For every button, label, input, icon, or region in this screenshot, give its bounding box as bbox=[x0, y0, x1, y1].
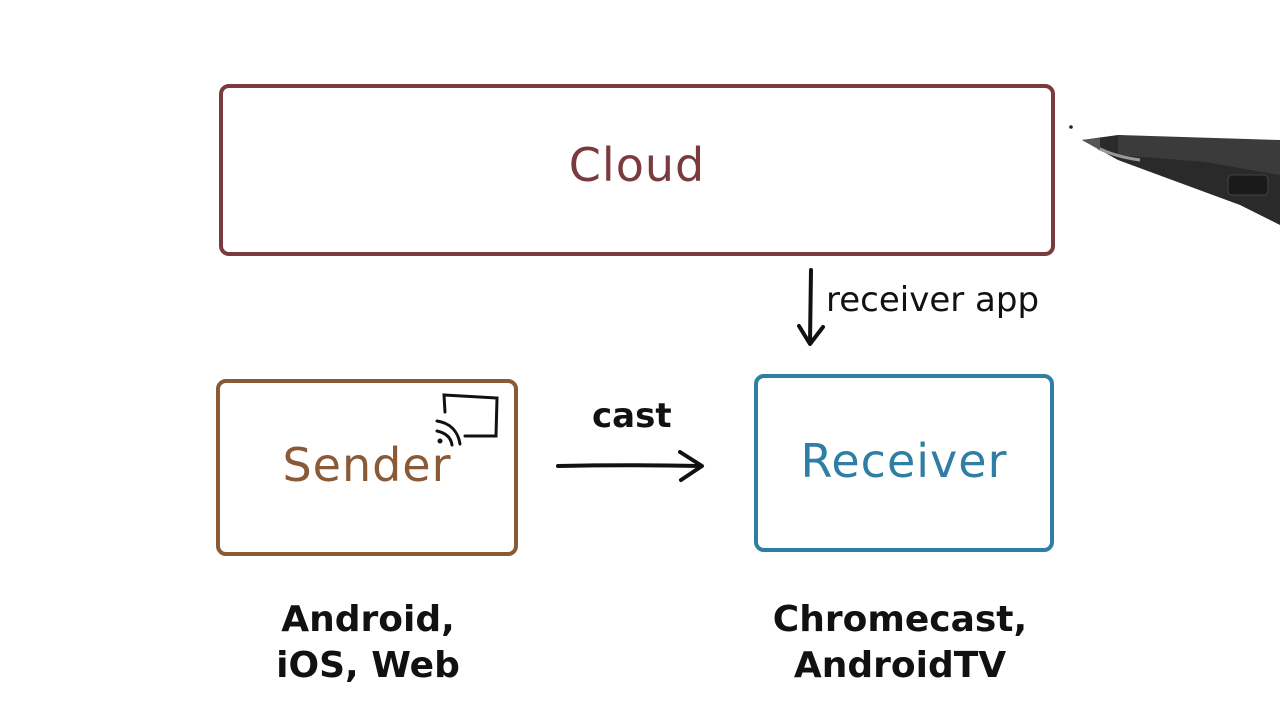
sender-to-receiver-arrow bbox=[556, 450, 704, 482]
sender-platforms-line-1: Android, bbox=[281, 599, 455, 640]
sender-platforms: Android, iOS, Web bbox=[268, 597, 468, 689]
receiver-box bbox=[754, 374, 1054, 552]
cloud-to-receiver-arrow bbox=[797, 268, 825, 346]
stylus-pen-icon bbox=[1069, 125, 1280, 225]
receiver-platforms: Chromecast, AndroidTV bbox=[770, 597, 1030, 689]
cloud-label: Cloud bbox=[568, 138, 706, 192]
receiver-app-edge-label: receiver app bbox=[826, 280, 1040, 320]
receiver-label: Receiver bbox=[800, 434, 1008, 488]
receiver-platforms-line-1: Chromecast, bbox=[772, 599, 1028, 640]
cast-edge-label: cast bbox=[592, 396, 672, 436]
sender-box bbox=[216, 379, 518, 556]
sender-platforms-line-2: iOS, Web bbox=[276, 645, 460, 686]
receiver-platforms-line-2: AndroidTV bbox=[793, 645, 1007, 686]
cloud-box bbox=[219, 84, 1055, 256]
sender-label: Sender bbox=[282, 438, 452, 492]
